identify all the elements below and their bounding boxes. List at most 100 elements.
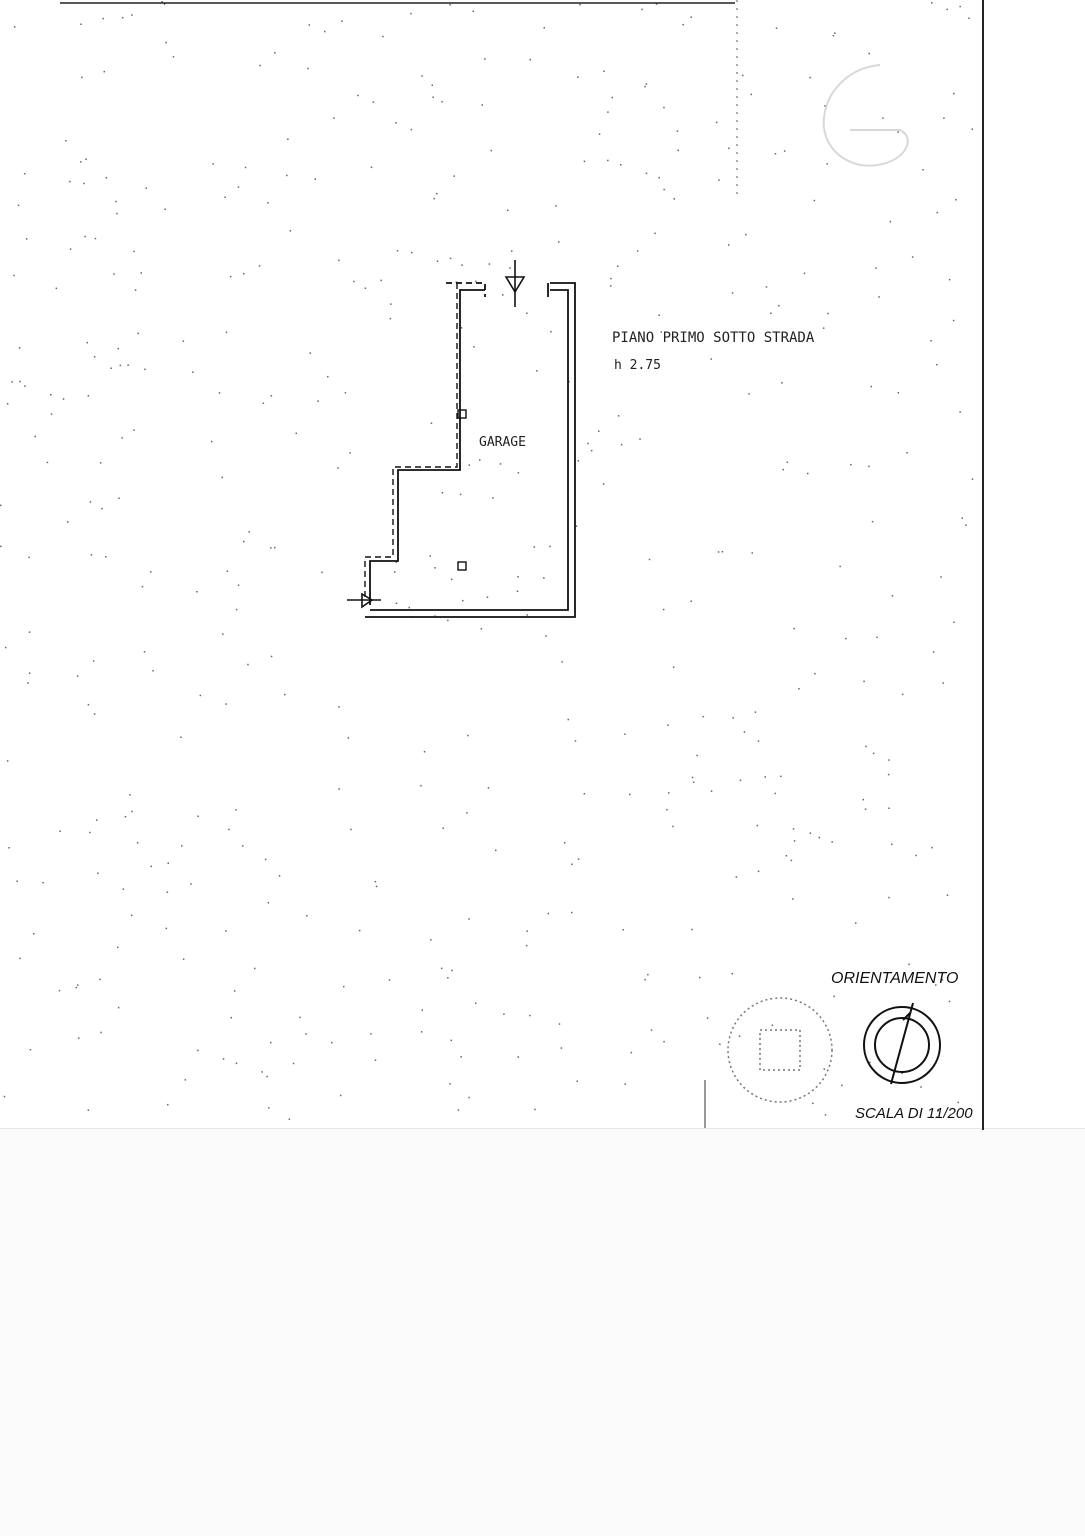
scan-speck (663, 1040, 665, 1043)
scan-speck (235, 809, 237, 811)
scan-speck (645, 172, 648, 175)
scan-speck (267, 902, 270, 904)
scan-speck (622, 929, 624, 931)
scan-speck (270, 547, 272, 549)
scan-speck (576, 1080, 578, 1082)
scan-speck (617, 265, 619, 267)
scan-speck (225, 331, 228, 334)
scan-speck (408, 606, 410, 609)
scan-speck (450, 578, 453, 581)
scan-speck (526, 312, 528, 314)
scan-speck (331, 1041, 333, 1044)
scan-speck (644, 85, 646, 88)
scan-speck (341, 20, 343, 22)
scan-speck (27, 682, 29, 684)
scan-speck (182, 958, 185, 960)
scan-speck (65, 140, 67, 142)
scan-speck (525, 944, 528, 947)
scan-speck (943, 117, 945, 119)
scan-speck (786, 461, 789, 463)
scan-speck (262, 402, 265, 404)
scan-speck (607, 159, 609, 162)
scan-speck (682, 23, 684, 26)
scan-speck (824, 1114, 827, 1116)
scan-speck (897, 131, 899, 133)
scan-speck (299, 1016, 301, 1019)
scan-speck (394, 571, 396, 573)
scan-speck (935, 984, 937, 986)
scan-speck (654, 232, 656, 235)
scan-speck (790, 859, 793, 862)
scan-speck (364, 287, 367, 289)
scan-speck (721, 551, 724, 553)
scan-speck (19, 380, 21, 383)
scan-speck (349, 452, 351, 454)
scan-speck (17, 204, 20, 207)
scan-speck (502, 294, 504, 296)
scan-speck (172, 56, 175, 58)
scan-speck (242, 845, 244, 847)
scan-speck (547, 912, 550, 915)
scan-speck (78, 1037, 80, 1039)
scan-speck (667, 724, 669, 726)
scan-speck (421, 1009, 423, 1011)
scan-speck (165, 927, 168, 930)
scan-speck (662, 608, 665, 611)
scan-speck (432, 96, 434, 98)
scan-speck (745, 233, 747, 236)
scan-speck (75, 986, 78, 989)
scan-speck (76, 675, 79, 677)
scan-speck (550, 330, 552, 333)
scan-speck (100, 1031, 102, 1034)
scan-speck (751, 552, 753, 554)
scan-speck (648, 558, 651, 561)
scan-speck (184, 1079, 187, 1081)
scan-speck (166, 891, 169, 893)
scan-speck (116, 212, 118, 215)
pillar (457, 409, 467, 419)
scan-speck (248, 531, 250, 533)
scan-speck (672, 825, 674, 828)
scan-speck (28, 556, 30, 559)
scan-speck (145, 187, 147, 189)
pencil-mark (822, 64, 909, 167)
scan-speck (96, 819, 98, 821)
scan-speck (833, 995, 835, 998)
scan-speck (395, 602, 398, 604)
scan-speck (516, 590, 519, 592)
scan-speck (92, 660, 95, 662)
scan-speck (314, 178, 316, 180)
scan-speck (959, 411, 961, 413)
scan-speck (536, 370, 538, 372)
scan-speck (167, 1103, 169, 1106)
scan-speck (610, 277, 612, 280)
scan-speck (692, 781, 695, 783)
scan-speck (436, 192, 438, 195)
scan-speck (357, 94, 359, 97)
scan-speck (339, 1094, 342, 1097)
scan-speck (891, 595, 894, 597)
scan-speck (783, 150, 786, 152)
scan-speck (901, 693, 904, 696)
scan-speck (374, 880, 377, 883)
scan-speck (19, 957, 21, 960)
scan-speck (133, 250, 135, 253)
scan-speck (480, 628, 483, 630)
scan-speck (423, 751, 426, 753)
scan-speck (473, 346, 475, 348)
scan-speck (18, 347, 21, 349)
scan-speck (617, 415, 620, 417)
scan-speck (396, 250, 399, 252)
scan-speck (492, 497, 494, 499)
scan-speck (942, 682, 944, 684)
scan-speck (13, 274, 15, 277)
scan-speck (420, 1031, 423, 1033)
scan-speck (953, 621, 955, 623)
scan-speck (567, 718, 569, 721)
scan-speck (152, 670, 154, 672)
scan-speck (89, 831, 91, 834)
scan-speck (261, 1071, 263, 1073)
scan-speck (930, 340, 932, 342)
scan-speck (863, 680, 865, 683)
